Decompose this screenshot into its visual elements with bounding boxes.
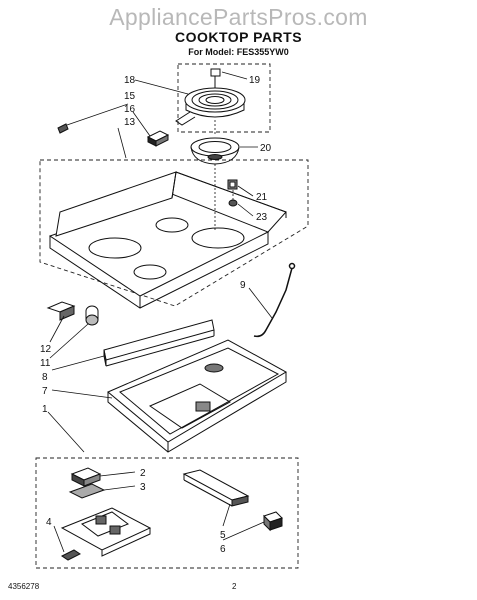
callout-19: 18 — [124, 75, 136, 86]
infinite-switch — [70, 467, 102, 487]
callout-7: 7 — [42, 386, 48, 397]
callout-12: 12 — [40, 344, 52, 355]
element-knob — [210, 68, 221, 88]
watermark: AppliancePartsPros.com — [109, 4, 368, 30]
mounting-screw — [228, 199, 238, 207]
callout-5: 5 — [220, 530, 226, 541]
group-box-element-assembly — [177, 63, 271, 133]
group-box-controls — [35, 457, 299, 569]
spacer — [85, 305, 99, 326]
cooktop-panel — [48, 171, 287, 309]
control-knob-clip — [61, 549, 81, 561]
callout-13: 13 — [124, 117, 136, 128]
callout-1: 1 — [42, 404, 48, 415]
hinge-bracket — [46, 301, 76, 321]
burner-box — [107, 339, 288, 453]
callout-16: 16 — [124, 104, 136, 115]
switch-bracket — [60, 507, 152, 557]
surface-element — [175, 87, 246, 126]
callout-11: 11 — [40, 358, 51, 369]
control-panel-bracket — [182, 469, 250, 507]
receptacle-retainer — [227, 179, 238, 190]
page-number: 2 — [232, 582, 237, 591]
callout-21: 21 — [256, 192, 268, 203]
element-clip — [57, 123, 69, 134]
callout-8: 8 — [42, 372, 48, 383]
page-title: COOKTOP PARTS — [174, 29, 303, 45]
vent-tube — [253, 262, 296, 338]
callout-20: 19 — [249, 75, 261, 86]
callout-3: 3 — [140, 482, 146, 493]
callout-6: 6 — [220, 544, 226, 555]
indicator-light — [263, 511, 283, 532]
terminal-block — [146, 130, 170, 147]
callout-2: 2 — [140, 468, 146, 479]
callout-15: 15 — [124, 91, 136, 102]
connector-lines — [214, 120, 234, 232]
leader-lines — [47, 71, 273, 553]
callout-23: 23 — [256, 212, 268, 223]
callout-9: 9 — [240, 280, 246, 291]
document-number: 4356278 — [8, 582, 40, 591]
switch-insulator — [68, 483, 106, 499]
callout-4: 4 — [46, 517, 52, 528]
callout-18: 20 — [260, 143, 272, 154]
front-channel — [103, 319, 215, 367]
model-label: For Model: FES355YW0 — [188, 47, 289, 57]
